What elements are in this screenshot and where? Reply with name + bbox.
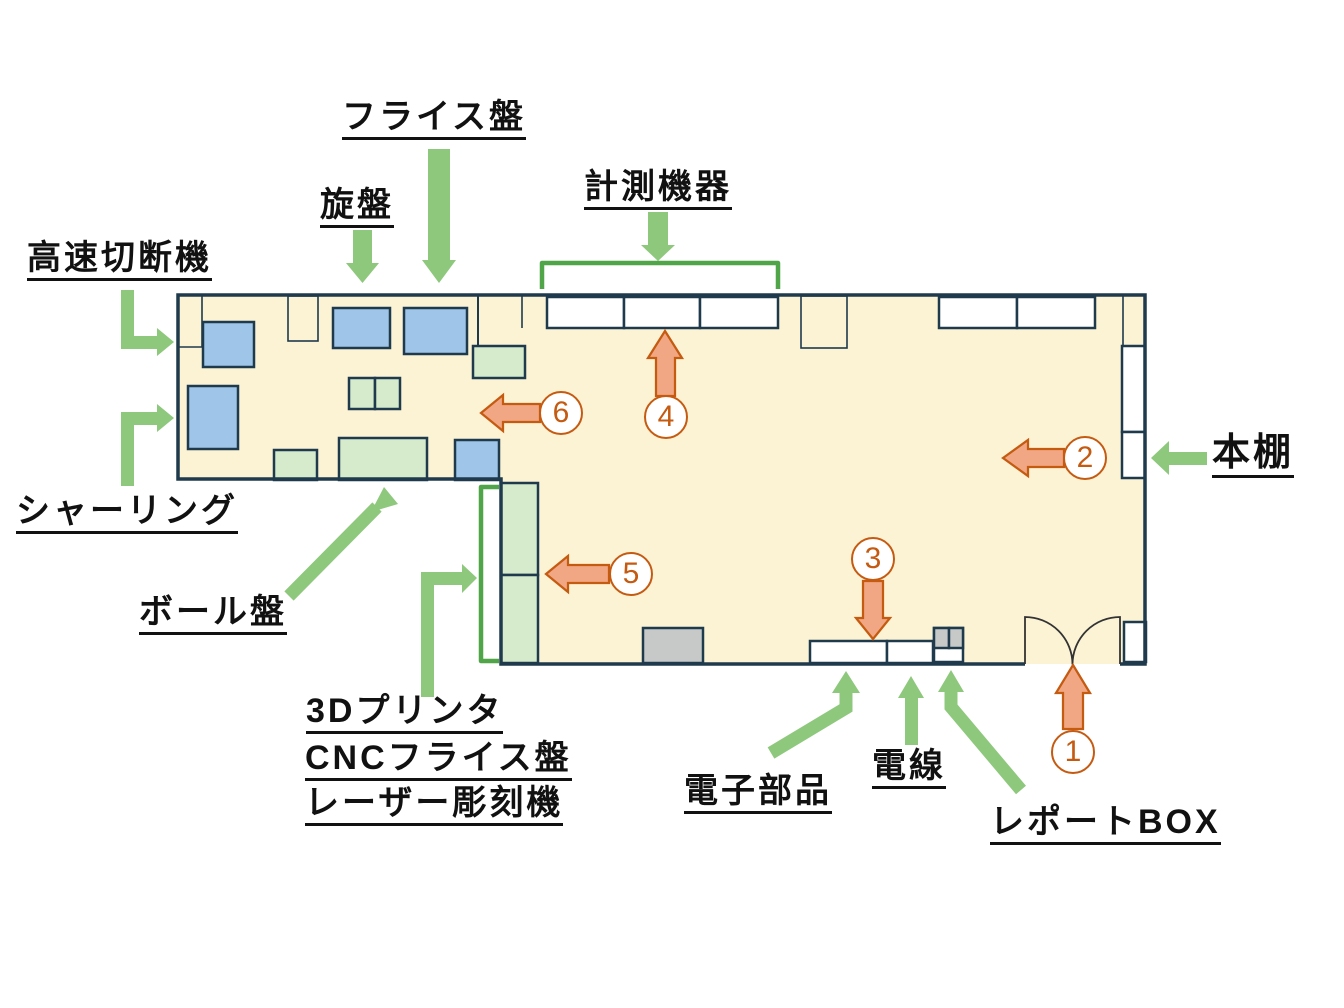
door-leaf-right (1071, 616, 1121, 665)
shelf-measuring-3 (698, 295, 780, 330)
arrow-drill-head (371, 487, 398, 512)
bracket-3dgroup (478, 484, 499, 664)
arrow-reportbox-head (938, 670, 964, 692)
bracket-measuring (539, 260, 781, 289)
shelf-measuring-1 (545, 295, 626, 330)
arrow-wire-head (898, 676, 924, 698)
marker-4: 4 (644, 395, 688, 439)
corner-box-right (1122, 620, 1148, 664)
table-green-drill (337, 436, 429, 482)
shelf-top-right-1 (937, 295, 1019, 330)
orange-arrow-1-up (1054, 662, 1092, 731)
arrow-measuring (641, 212, 675, 261)
table-green-mid (471, 344, 527, 380)
label-drill-press: ボール盤 (139, 595, 287, 635)
arrow-electronics-head (832, 671, 860, 693)
shelf-electronics (808, 639, 889, 665)
gray-cabinet (641, 626, 705, 665)
label-bookshelf: 本棚 (1212, 434, 1295, 478)
arrow-bookshelf-head (1151, 441, 1169, 475)
arrow-wire-shaft (905, 696, 918, 745)
marker-3: 3 (851, 537, 895, 581)
arrow-milling (422, 149, 456, 283)
arrow-shearing (121, 404, 174, 486)
label-electric-wire: 電線 (872, 749, 946, 789)
table-green-3dprinter-upper (499, 481, 540, 577)
room-walls (176, 293, 1147, 666)
label-electronic-parts: 電子部品 (684, 774, 832, 814)
arrow-drill-shaft (284, 502, 382, 601)
shelf-top-right-2 (1015, 295, 1097, 330)
machine-blue-lower (453, 438, 501, 482)
bookshelf-upper (1120, 344, 1147, 434)
bookshelf-lower (1120, 430, 1147, 480)
machine-blue-cutter-area-1 (201, 320, 256, 369)
label-laser-engraver: レーザー彫刻機 (305, 786, 564, 826)
arrow-cutter (121, 290, 174, 356)
marker-5: 5 (609, 552, 653, 596)
label-shearing: シャーリング (16, 494, 238, 534)
reportbox-slot-a (932, 626, 951, 650)
wall-pillar-mid (800, 295, 848, 349)
label-high-speed-cutter: 高速切断機 (27, 241, 212, 281)
label-3d-printer: 3Dプリンタ (306, 694, 504, 734)
table-green-small (272, 448, 319, 482)
label-report-box: レポートBOX (990, 805, 1221, 845)
label-milling-machine: フライス盤 (342, 100, 526, 140)
wall-niche-topleft (178, 295, 203, 348)
table-green-3dprinter-lower (499, 573, 540, 665)
orange-arrow-3-down (853, 579, 893, 641)
arrow-electronics-shaft (767, 689, 853, 759)
label-measuring-equipment: 計測機器 (584, 170, 732, 210)
machine-lathe (331, 306, 392, 350)
arrow-lathe (346, 230, 379, 283)
arrow-reportbox-shaft (944, 688, 1026, 795)
room-floor (178, 295, 1145, 664)
shelf-measuring-2 (622, 295, 702, 330)
machine-milling (402, 306, 469, 356)
table-green-pair-b (373, 376, 402, 411)
reportbox-slot-b (947, 626, 965, 650)
wall-pillar-left (287, 295, 319, 342)
marker-6: 6 (539, 391, 583, 435)
label-lathe: 旋盤 (320, 188, 394, 228)
marker-2: 2 (1063, 436, 1107, 480)
machine-blue-shearing-area (186, 384, 240, 451)
arrow-bookshelf-shaft (1169, 452, 1207, 465)
label-cnc-milling: CNCフライス盤 (305, 741, 572, 781)
door-leaf-left (1024, 616, 1074, 665)
table-green-pair-a (347, 376, 377, 411)
arrow-3dgroup (421, 564, 477, 697)
marker-1: 1 (1051, 730, 1095, 774)
shelf-wire (885, 639, 935, 665)
